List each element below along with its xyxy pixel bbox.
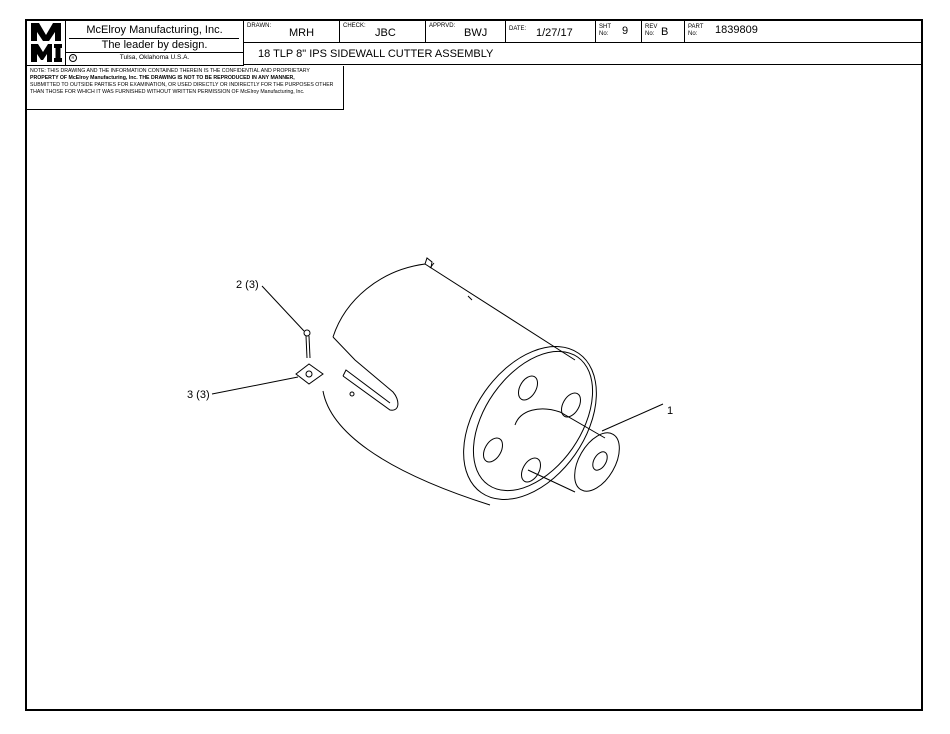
drive-shaft	[514, 408, 620, 493]
drawn-field: DRAWN: MRH	[244, 21, 340, 43]
cutter-body	[322, 257, 576, 506]
apprvd-field: APPRVD: BWJ	[426, 21, 506, 43]
part-value: 1839809	[715, 24, 758, 36]
apprvd-value: BWJ	[464, 27, 488, 39]
part-field: PART No: 1839809	[685, 21, 921, 43]
callout-leaders	[211, 285, 664, 432]
drawing-sheet: McElroy Manufacturing, Inc. The leader b…	[25, 19, 923, 711]
sheet-field: SHT No: 9	[596, 21, 642, 43]
company-location: Tulsa, Oklahoma U.S.A.	[119, 54, 190, 61]
registered-icon: R	[69, 54, 77, 62]
cutter-face	[463, 346, 597, 500]
company-logo	[27, 21, 66, 65]
sheet-value: 9	[622, 25, 629, 37]
check-value: JBC	[375, 27, 396, 39]
confidentiality-notice: NOTE: THIS DRAWING AND THE INFORMATION C…	[27, 66, 344, 110]
check-field: CHECK: JBC	[340, 21, 426, 43]
bolt-part	[303, 329, 311, 359]
drawn-value: MRH	[289, 27, 315, 39]
callout-item-3: 3 (3)	[187, 389, 210, 401]
clamp-part	[295, 363, 324, 385]
rev-field: REV No: B	[642, 21, 685, 43]
rev-value: B	[661, 26, 669, 38]
callout-item-2: 2 (3)	[236, 279, 259, 291]
description-field: 18 TLP 8" IPS SIDEWALL CUTTER ASSEMBLY	[244, 43, 921, 65]
callout-item-1: 1	[667, 405, 673, 417]
date-field: DATE: 1/27/17	[506, 21, 596, 43]
company-block: McElroy Manufacturing, Inc. The leader b…	[65, 21, 244, 65]
description-value: 18 TLP 8" IPS SIDEWALL CUTTER ASSEMBLY	[258, 48, 494, 60]
company-slogan: The leader by design.	[101, 39, 208, 51]
company-name: McElroy Manufacturing, Inc.	[86, 24, 223, 36]
date-value: 1/27/17	[536, 27, 573, 39]
